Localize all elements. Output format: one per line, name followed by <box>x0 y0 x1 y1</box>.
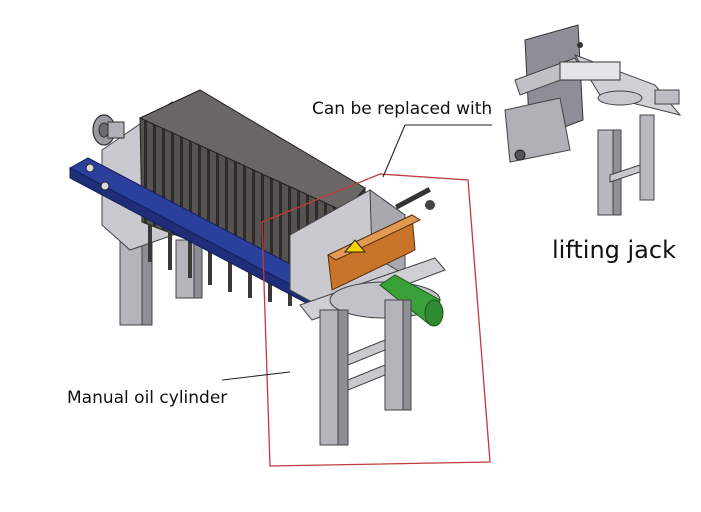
lifting-jack-inset <box>504 24 682 216</box>
replace-note-label: Can be replaced with <box>312 99 493 119</box>
leader-line-cylinder <box>221 371 291 381</box>
side-beam <box>68 157 332 307</box>
front-legs <box>319 299 412 446</box>
manual-oil-cylinder <box>326 187 435 291</box>
highlight-box <box>261 173 491 467</box>
filter-press <box>68 89 446 446</box>
warning-icon <box>343 239 367 253</box>
lifting-jack-label: lifting jack <box>552 236 676 264</box>
manual-cylinder-label: Manual oil cylinder <box>67 388 228 408</box>
inlet-flange <box>92 114 125 146</box>
leader-line-replace <box>382 124 406 178</box>
